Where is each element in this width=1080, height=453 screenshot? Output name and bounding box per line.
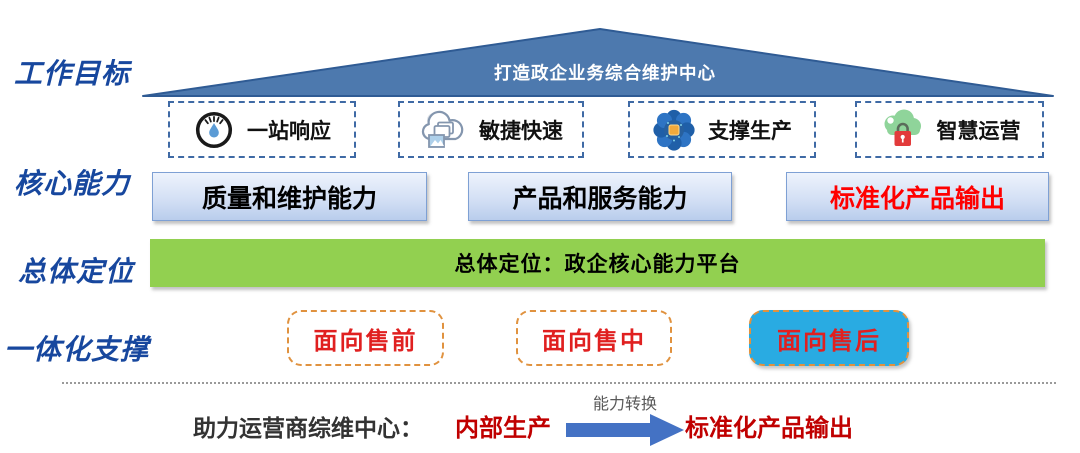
badge-label: 支撑生产 — [708, 119, 792, 143]
positioning-bar: 总体定位：政企核心能力平台 — [150, 239, 1045, 287]
right-arrow-icon — [566, 414, 684, 446]
footer-prefix: 助力运营商综维中心： — [193, 415, 423, 441]
roof-title: 打造政企业务综合维护中心 — [494, 63, 716, 83]
chip-flower-icon — [653, 109, 695, 151]
badge-label: 智慧运营 — [936, 119, 1021, 143]
footer-arrow-label: 能力转换 — [592, 396, 657, 413]
side-label-core-capability: 核心能力 — [14, 168, 131, 199]
gauge-icon — [195, 111, 233, 148]
badge-support-production: 支撑生产 — [628, 101, 816, 158]
phase-pre-sales: 面向售前 — [287, 310, 444, 366]
phase-after-sales: 面向售后 — [749, 310, 909, 366]
badge-label: 一站响应 — [247, 119, 331, 143]
badge-smart-operation: 智慧运营 — [855, 101, 1044, 158]
badge-agile-fast: 敏捷快速 — [398, 101, 584, 158]
dotted-divider — [62, 382, 1056, 384]
footer-arrow-wrap: 能力转换 — [565, 390, 685, 451]
side-label-work-goal: 工作目标 — [14, 58, 131, 89]
footer-from: 内部生产 — [455, 415, 551, 442]
badge-one-stop-response: 一站响应 — [168, 101, 356, 158]
cloud-photos-icon — [421, 110, 464, 148]
core-box-product-service: 产品和服务能力 — [468, 172, 732, 221]
phase-in-sales: 面向售中 — [516, 310, 672, 366]
secure-cloud-icon — [884, 109, 921, 146]
core-box-quality-maintenance: 质量和维护能力 — [152, 172, 427, 221]
footer-flow: 助力运营商综维中心： 内部生产 能力转换 标准化产品输出 — [193, 396, 1013, 446]
badge-label: 敏捷快速 — [479, 119, 563, 143]
roof-triangle — [142, 28, 1054, 97]
core-box-standardized-output: 标准化产品输出 — [786, 172, 1049, 221]
side-label-integrated-support: 一体化支撑 — [4, 334, 150, 365]
footer-to: 标准化产品输出 — [685, 415, 853, 442]
side-label-overall-positioning: 总体定位 — [18, 256, 135, 287]
